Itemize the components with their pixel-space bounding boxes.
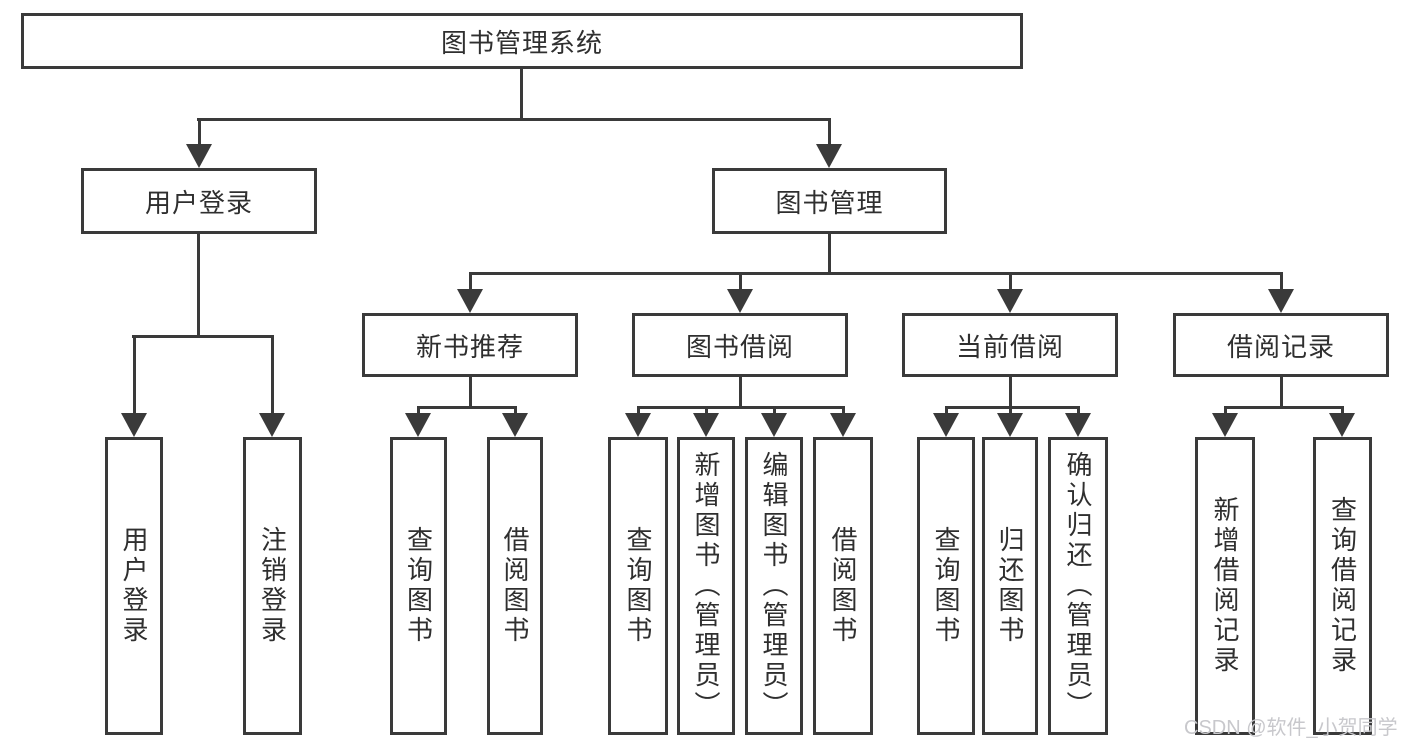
node-label: 新增图书（管理员） <box>691 451 721 721</box>
node-book-management: 图书管理 <box>712 168 947 234</box>
leaf-return-books: 归还图书 <box>982 437 1038 735</box>
edge-current-stem <box>1009 377 1012 409</box>
node-label: 查询图书 <box>623 526 653 646</box>
node-borrow-records: 借阅记录 <box>1173 313 1389 377</box>
node-label: 确认归还（管理员） <box>1063 451 1093 721</box>
arrow-down-icon <box>259 335 285 437</box>
edge-userlogin-stem <box>197 234 200 338</box>
arrow-down-icon <box>830 406 856 437</box>
arrow-down-icon <box>997 406 1023 437</box>
node-root-label: 图书管理系统 <box>440 27 603 58</box>
arrow-down-icon <box>502 406 528 437</box>
arrow-down-icon <box>933 406 959 437</box>
leaf-borrow-books-recommend: 借阅图书 <box>487 437 543 735</box>
edge-records-stem <box>1280 377 1283 409</box>
node-label: 图书借阅 <box>685 331 794 362</box>
arrow-down-icon <box>1268 272 1294 313</box>
node-label: 当前借阅 <box>955 331 1064 362</box>
leaf-borrow-books: 借阅图书 <box>813 437 873 735</box>
leaf-query-borrow-record: 查询借阅记录 <box>1313 437 1372 735</box>
arrow-down-icon <box>816 118 842 168</box>
node-label: 查询图书 <box>403 526 434 646</box>
arrow-down-icon <box>761 406 787 437</box>
arrow-down-icon <box>997 272 1023 313</box>
node-root: 图书管理系统 <box>21 13 1023 69</box>
csdn-watermark: CSDN @软件_小贺同学 <box>1184 717 1398 739</box>
leaf-add-books-admin: 新增图书（管理员） <box>677 437 735 735</box>
arrow-down-icon <box>457 272 483 313</box>
edge-userlogin-bus <box>132 335 274 338</box>
leaf-add-borrow-record: 新增借阅记录 <box>1195 437 1255 735</box>
node-label: 用户登录 <box>144 187 253 218</box>
edge-level3-bus <box>469 272 1283 275</box>
node-label: 借阅图书 <box>828 526 858 646</box>
edge-bookmgmt-stem <box>828 234 831 275</box>
leaf-query-books-current: 查询图书 <box>917 437 975 735</box>
edge-newbook-bus <box>417 406 517 409</box>
edge-borrow-stem <box>739 377 742 409</box>
arrow-down-icon <box>1212 406 1238 437</box>
leaf-user-login: 用户登录 <box>105 437 163 735</box>
node-label: 新增借阅记录 <box>1210 496 1240 676</box>
node-book-borrow: 图书借阅 <box>632 313 848 377</box>
node-label: 新书推荐 <box>415 331 524 362</box>
edge-records-bus <box>1224 406 1344 409</box>
leaf-edit-books-admin: 编辑图书（管理员） <box>745 437 803 735</box>
arrow-down-icon <box>625 406 651 437</box>
node-label: 借阅记录 <box>1226 331 1335 362</box>
node-current-borrow: 当前借阅 <box>902 313 1118 377</box>
leaf-query-books-borrow: 查询图书 <box>608 437 668 735</box>
edge-root-stem <box>520 69 523 121</box>
node-label: 查询借阅记录 <box>1327 496 1358 676</box>
node-label: 借阅图书 <box>500 526 530 646</box>
node-new-book-recommend: 新书推荐 <box>362 313 578 377</box>
edge-level2-bus <box>197 118 831 121</box>
arrow-down-icon <box>186 118 212 168</box>
arrow-down-icon <box>727 272 753 313</box>
arrow-down-icon <box>405 406 431 437</box>
node-label: 用户登录 <box>119 526 149 646</box>
node-label: 编辑图书（管理员） <box>759 451 789 721</box>
arrow-down-icon <box>693 406 719 437</box>
edge-borrow-bus <box>637 406 845 409</box>
arrow-down-icon <box>1329 406 1355 437</box>
node-user-login: 用户登录 <box>81 168 317 234</box>
leaf-logout: 注销登录 <box>243 437 302 735</box>
leaf-query-books-recommend: 查询图书 <box>390 437 447 735</box>
edge-current-bus <box>945 406 1080 409</box>
node-label: 查询图书 <box>931 526 961 646</box>
edge-newbook-stem <box>469 377 472 409</box>
arrow-down-icon <box>121 335 147 437</box>
node-label: 注销登录 <box>257 526 288 646</box>
arrow-down-icon <box>1065 406 1091 437</box>
node-label: 归还图书 <box>995 526 1025 646</box>
leaf-confirm-return-admin: 确认归还（管理员） <box>1048 437 1108 735</box>
node-label: 图书管理 <box>775 187 884 218</box>
